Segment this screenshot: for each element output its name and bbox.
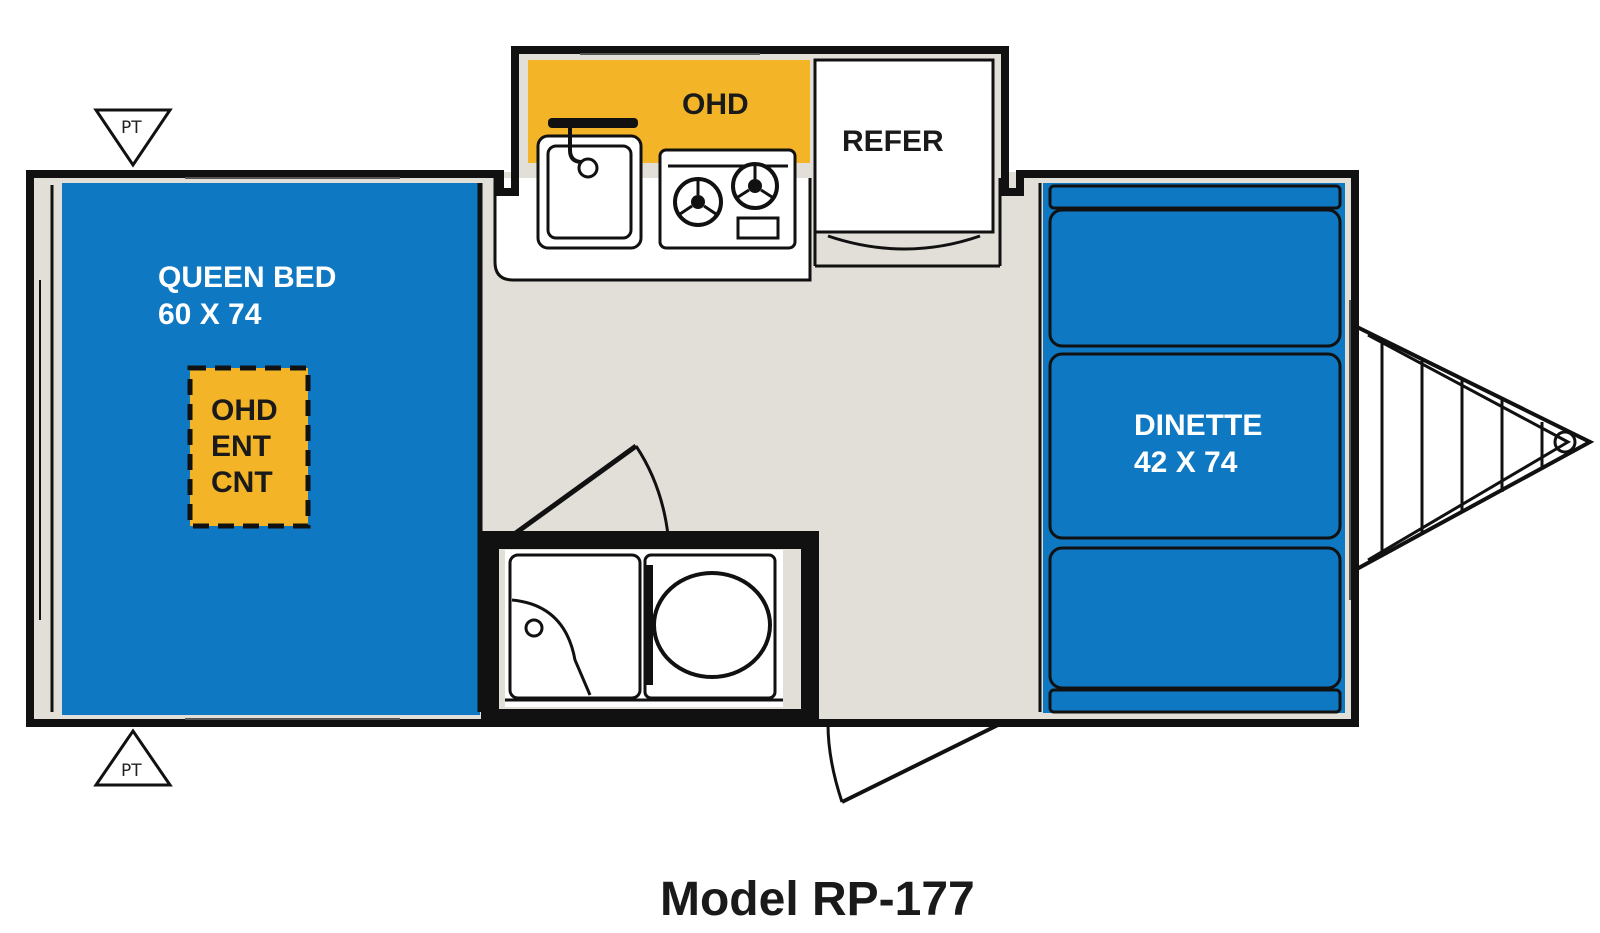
windows bbox=[185, 53, 1351, 720]
toilet-icon bbox=[652, 571, 772, 679]
ent-center-line2: ENT bbox=[211, 430, 271, 463]
queen-bed-label: QUEEN BED bbox=[158, 261, 336, 294]
refrigerator-door-swing bbox=[827, 234, 981, 251]
refrigerator: REFER bbox=[813, 58, 1002, 268]
queen-bed: QUEEN BED 60 X 74 bbox=[62, 183, 480, 715]
pt-top-label: PT bbox=[121, 118, 142, 138]
model-title: Model RP-177 bbox=[660, 873, 975, 926]
dinette-seat-back-top bbox=[1048, 184, 1342, 210]
dinette: DINETTE 42 X 74 bbox=[1043, 183, 1345, 714]
galley-counter: OHD bbox=[493, 60, 812, 282]
dinette-seat-top bbox=[1048, 208, 1342, 348]
entry-door bbox=[826, 722, 1001, 804]
dinette-size: 42 X 74 bbox=[1134, 446, 1238, 479]
refrigerator-box bbox=[813, 58, 995, 234]
dinette-table bbox=[1048, 352, 1342, 540]
cooktop-icon bbox=[658, 148, 797, 250]
shower-icon bbox=[508, 553, 642, 700]
exterior-walls bbox=[26, 46, 1359, 727]
sink-icon bbox=[536, 118, 643, 250]
ent-center-line3: CNT bbox=[211, 466, 273, 499]
queen-bed-size: 60 X 74 bbox=[158, 298, 262, 331]
bathroom-door bbox=[511, 443, 670, 538]
hitch-coupler-icon bbox=[1553, 430, 1577, 454]
bathroom bbox=[481, 531, 819, 727]
dinette-label: DINETTE bbox=[1134, 409, 1262, 442]
refer-label: REFER bbox=[842, 125, 944, 158]
shower-drain-icon bbox=[524, 618, 544, 638]
overhead-ent-center: OHD ENT CNT bbox=[187, 365, 311, 529]
galley-ohd-label: OHD bbox=[682, 88, 749, 121]
pt-bottom-label: PT bbox=[121, 761, 142, 781]
ent-center-box bbox=[187, 365, 311, 529]
dinette-seat-back-bottom bbox=[1048, 688, 1342, 714]
pt-marker-bottom: PT bbox=[93, 728, 173, 787]
trailer-tongue bbox=[1354, 324, 1595, 572]
ent-center-line1: OHD bbox=[211, 394, 278, 427]
bathroom-walls bbox=[481, 531, 819, 727]
pt-marker-top: PT bbox=[93, 108, 173, 168]
dinette-seat-bottom bbox=[1048, 546, 1342, 690]
